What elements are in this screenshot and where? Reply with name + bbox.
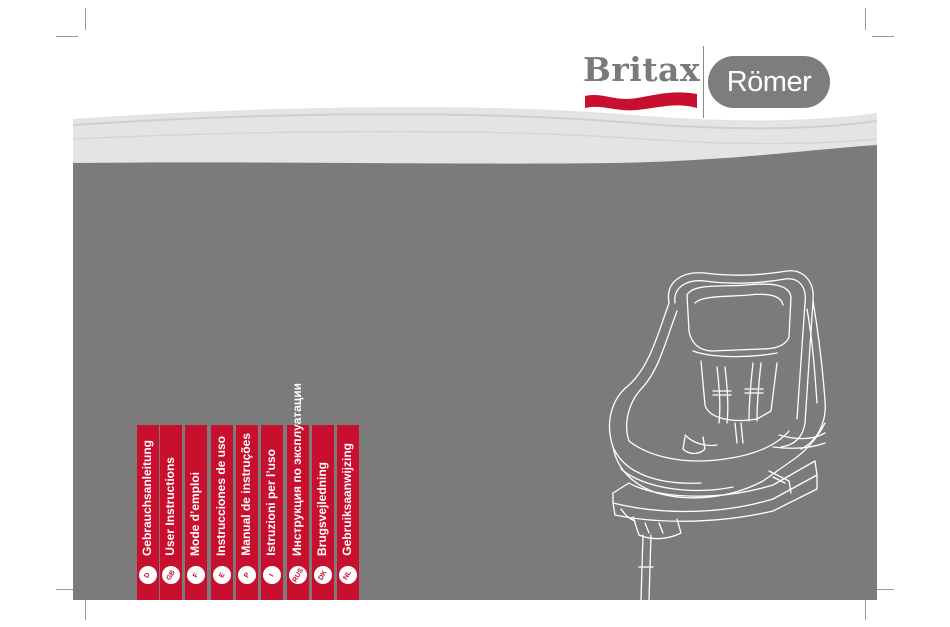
language-code-badge: RUS	[289, 566, 307, 584]
language-tab-p: Manual de instruções P	[236, 425, 258, 600]
language-code-badge: E	[213, 566, 231, 584]
language-code-badge: DK	[314, 566, 332, 584]
language-tab-gb: User Instructions GB	[160, 425, 182, 600]
language-tab-dk: Brugsvejledning DK	[312, 425, 334, 600]
language-code-badge: D	[139, 566, 157, 584]
language-title: Instrucciones de uso	[214, 436, 228, 556]
language-title: Инструкция по эксплуатации	[290, 383, 304, 556]
language-tab-e: Instrucciones de uso E	[211, 425, 233, 600]
language-title: Gebrauchsanleitung	[140, 440, 154, 556]
language-title: Manual de instruções	[239, 433, 253, 556]
language-title: Gebruiksaanwijzing	[340, 443, 354, 556]
language-code-badge: NL	[339, 566, 357, 584]
crop-mark	[85, 598, 86, 620]
crop-mark	[872, 36, 894, 37]
crop-mark	[865, 598, 866, 620]
romer-logo: Römer	[708, 56, 830, 108]
language-tab-d: Gebrauchsanleitung D	[137, 425, 159, 600]
language-title: Brugsvejledning	[315, 462, 329, 556]
language-code-badge: GB	[162, 566, 180, 584]
crop-mark	[56, 36, 78, 37]
crop-mark	[865, 8, 866, 30]
language-title: Istruzioni per l’uso	[264, 449, 278, 556]
language-title: User Instructions	[163, 457, 177, 556]
language-tab-i: Istruzioni per l’uso I	[261, 425, 283, 600]
language-code-badge: I	[263, 566, 281, 584]
language-code-badge: P	[238, 566, 256, 584]
language-code-badge: F	[187, 566, 205, 584]
language-tab-rus: Инструкция по эксплуатации RUS	[287, 425, 309, 600]
language-title: Mode d’emploi	[188, 472, 202, 556]
romer-logo-text: Römer	[727, 66, 812, 99]
language-tab-f: Mode d’emploi F	[185, 425, 207, 600]
crop-mark	[85, 8, 86, 30]
britax-logo: Britax	[583, 50, 700, 89]
language-tab-nl: Gebruiksaanwijzing NL	[337, 425, 359, 600]
